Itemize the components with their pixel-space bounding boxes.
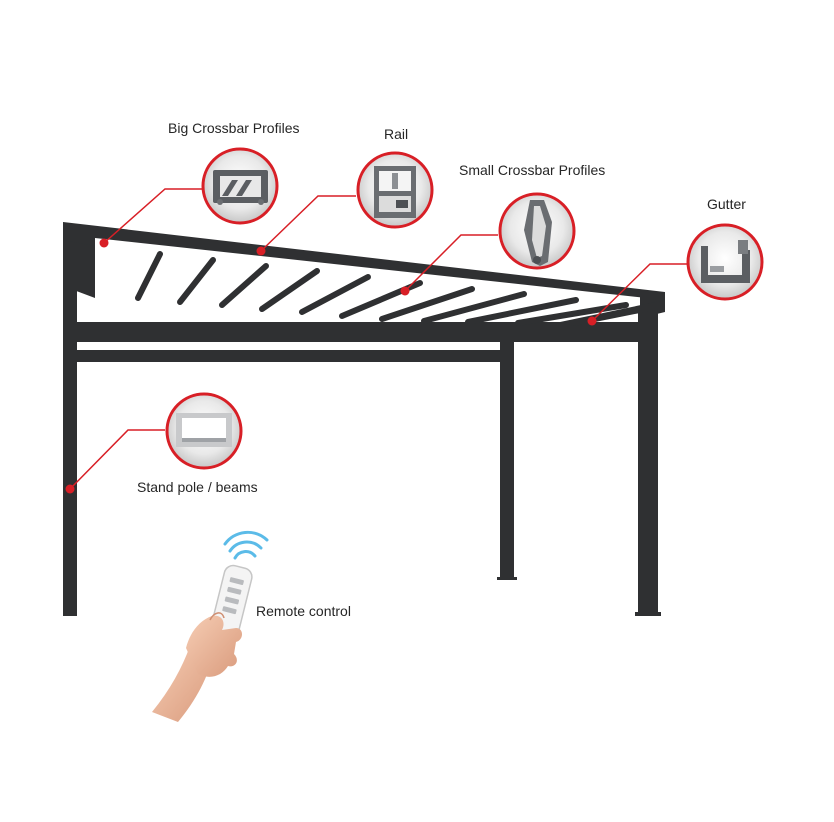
remote-control-label: Remote control — [256, 603, 351, 619]
callout-dot — [99, 238, 109, 248]
callout-dots — [65, 238, 597, 494]
callout-dot — [256, 246, 266, 256]
louver-blade — [379, 286, 475, 322]
louver-blade — [421, 291, 527, 324]
small-crossbar-profile-icon — [524, 200, 552, 266]
louver-blade — [219, 263, 269, 308]
left-front-pole — [63, 250, 77, 616]
callout-leaders — [69, 188, 688, 490]
roof-top-edge — [63, 222, 665, 300]
leader-rail — [260, 195, 356, 252]
back-right-pole — [500, 342, 514, 580]
callout-dot — [65, 484, 75, 494]
gutter-profile-icon — [701, 240, 750, 283]
side-beam — [77, 350, 502, 362]
louver-blade — [515, 302, 629, 326]
rail-profile-icon — [374, 166, 416, 218]
callout-dot — [587, 316, 597, 326]
louver-blade — [135, 251, 163, 301]
remote-control-hand-icon — [152, 530, 269, 722]
leader-small-crossbar — [404, 234, 498, 292]
leader-big-crossbar — [103, 188, 203, 244]
gutter-label: Gutter — [707, 196, 746, 212]
big-crossbar-callout — [201, 147, 279, 225]
louvers — [135, 251, 629, 326]
small-crossbar-callout — [498, 192, 576, 270]
big-crossbar-profile-icon — [213, 170, 268, 205]
stand-pole-profile-icon — [176, 413, 232, 447]
rail-label: Rail — [384, 126, 408, 142]
stand-pole-callout — [165, 392, 243, 470]
leader-gutter — [591, 263, 688, 322]
leader-stand-pole — [69, 429, 165, 490]
wireless-signal-icon — [223, 530, 269, 560]
pole-base — [497, 577, 517, 580]
louver-blade — [177, 257, 216, 305]
pergola-frame — [63, 222, 665, 616]
louver-blade — [259, 268, 320, 312]
louver-blade — [465, 297, 579, 325]
roof-gutter-line — [560, 300, 665, 326]
stand-pole-label: Stand pole / beams — [137, 479, 258, 495]
big-crossbar-label: Big Crossbar Profiles — [168, 120, 300, 136]
gutter-callout — [686, 223, 764, 301]
front-beam — [77, 322, 652, 342]
callout-dot — [400, 286, 410, 296]
louver-blade — [299, 274, 371, 315]
rail-callout — [356, 151, 434, 229]
pole-base — [635, 612, 661, 616]
small-crossbar-label: Small Crossbar Profiles — [459, 162, 605, 178]
right-front-pole — [638, 312, 658, 616]
